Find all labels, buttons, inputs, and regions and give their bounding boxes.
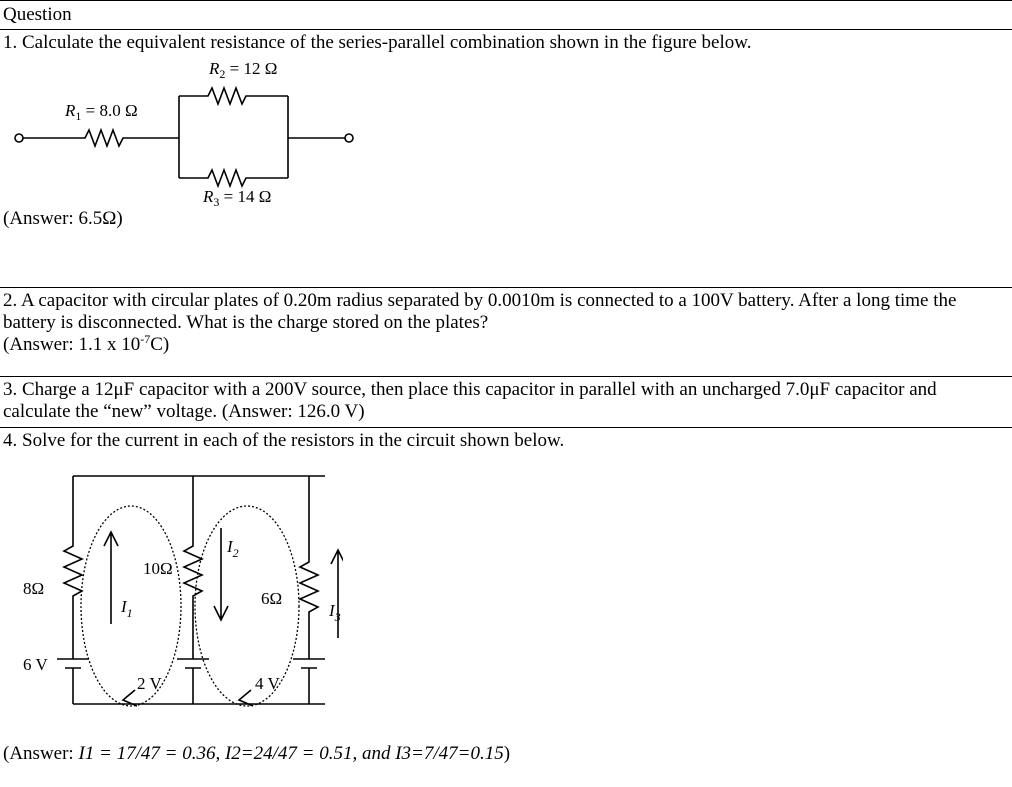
question-1-text: 1. Calculate the equivalent resistance o…	[3, 32, 752, 53]
label-i1: I	[120, 597, 128, 616]
question-4-text: 4. Solve for the current in each of the …	[3, 430, 565, 451]
current-i3-arrow	[330, 548, 343, 638]
series-parallel-circuit-figure: R1 = 8.0 Ω R2 = 12 Ω R3 = 14 Ω	[14, 59, 354, 206]
svg-text:R1 = 8.0 Ω: R1 = 8.0 Ω	[64, 101, 138, 123]
question-4: 4. Solve for the current in each of the …	[0, 427, 1012, 782]
label-i3: I	[328, 601, 336, 620]
r3-symbol: R	[202, 187, 214, 206]
resistor-8-ohm	[62, 476, 84, 659]
r2-value: = 12 Ω	[225, 59, 277, 78]
svg-text:I1: I1	[120, 597, 133, 620]
resistor-6-ohm	[298, 476, 320, 659]
question-2-answer-prefix: (Answer: 1.1 x 10	[3, 334, 141, 355]
svg-text:I3: I3	[328, 601, 341, 624]
label-4v: 4 V	[255, 674, 280, 693]
question-2-answer-exponent: -7	[140, 332, 151, 346]
kirchhoff-circuit-figure: 8Ω 10Ω 6Ω 6 V 2 V 4 V I1 I2 I3	[23, 475, 343, 707]
battery-6v	[57, 658, 89, 669]
question-4-answer-open: (Answer:	[3, 743, 79, 764]
question-4-answer-body: I1 = 17/47 = 0.36, I2=24/47 = 0.51, and …	[78, 743, 504, 764]
resistor-r3	[179, 167, 288, 189]
battery-2v	[177, 658, 209, 669]
question-4-answer: (Answer: I1 = 17/47 = 0.36, I2=24/47 = 0…	[3, 743, 1012, 765]
label-10-ohm: 10Ω	[143, 559, 173, 578]
left-terminal	[14, 133, 24, 143]
loop-2-arrowhead	[237, 689, 254, 707]
svg-text:R3 = 14 Ω: R3 = 14 Ω	[202, 187, 271, 206]
current-i2-arrow	[213, 528, 229, 622]
resistor-10-ohm	[182, 476, 204, 659]
label-8-ohm: 8Ω	[23, 579, 44, 598]
question-1: 1. Calculate the equivalent resistance o…	[0, 29, 1012, 287]
label-6-ohm: 6Ω	[261, 589, 282, 608]
loop-1-arrowhead	[121, 689, 138, 707]
r1-symbol: R	[64, 101, 76, 120]
label-6v: 6 V	[23, 655, 48, 674]
battery-4v	[293, 658, 325, 669]
svg-text:R2 = 12 Ω: R2 = 12 Ω	[208, 59, 277, 81]
right-terminal	[344, 133, 354, 143]
question-3: 3. Charge a 12μF capacitor with a 200V s…	[0, 376, 1012, 427]
loop-2	[194, 505, 300, 707]
question-1-answer: (Answer: 6.5Ω)	[3, 208, 123, 229]
r3-value: = 14 Ω	[219, 187, 271, 206]
question-2-answer-suffix: C)	[150, 334, 170, 355]
question-4-answer-close: )	[503, 743, 511, 764]
resistor-r2	[179, 85, 288, 107]
loop-1	[80, 505, 182, 707]
question-2-answer: (Answer: 1.1 x 10-7C)	[3, 332, 1012, 356]
r2-symbol: R	[208, 59, 220, 78]
r2-subscript: 2	[219, 67, 225, 81]
current-i1-arrow	[103, 530, 119, 624]
svg-text:I2: I2	[226, 537, 239, 560]
label-i2-sub: 2	[233, 546, 239, 560]
resistor-r1	[23, 127, 179, 149]
question-2: 2. A capacitor with circular plates of 0…	[0, 287, 1012, 376]
question-3-text: 3. Charge a 12μF capacitor with a 200V s…	[3, 379, 937, 422]
r1-value: = 8.0 Ω	[81, 101, 137, 120]
question-2-text: 2. A capacitor with circular plates of 0…	[3, 290, 957, 333]
label-i2: I	[226, 537, 234, 556]
r1-subscript: 1	[75, 109, 81, 123]
label-2v: 2 V	[137, 674, 162, 693]
label-i3-sub: 3	[334, 610, 341, 624]
header-label: Question	[3, 4, 72, 25]
r3-subscript: 3	[213, 195, 219, 206]
header-row: Question	[0, 0, 1012, 29]
label-i1-sub: 1	[127, 606, 133, 620]
